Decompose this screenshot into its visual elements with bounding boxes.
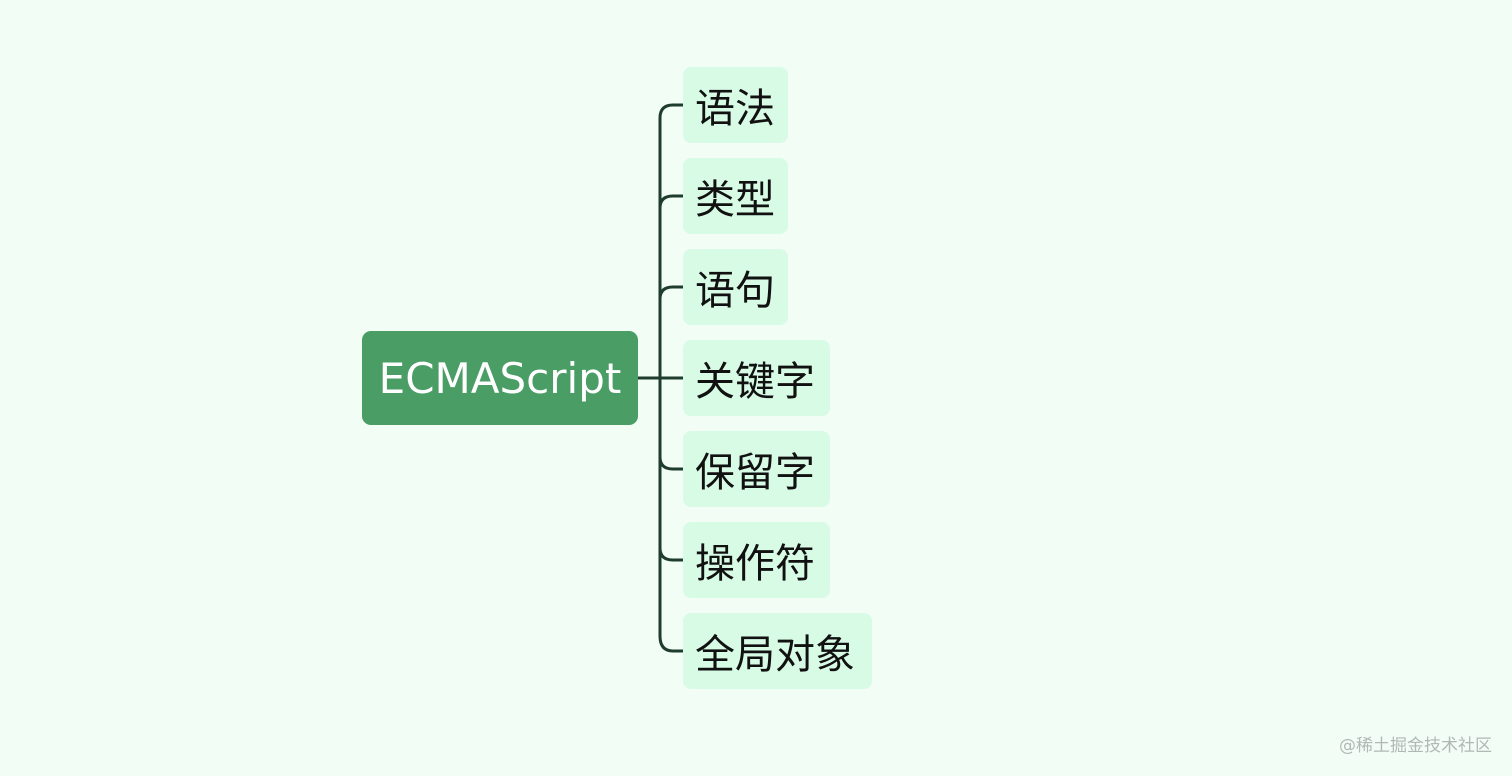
connector-branch-5 [658, 455, 685, 471]
child-node-reserved-words[interactable]: 保留字 [683, 431, 830, 507]
child-node-label: 关键字 [695, 359, 815, 405]
child-node-label: 全局对象 [695, 632, 855, 678]
child-node-global-objects[interactable]: 全局对象 [683, 613, 872, 689]
connector-branch-3 [658, 285, 685, 301]
connector-branch-1 [658, 103, 685, 120]
child-node-types[interactable]: 类型 [683, 158, 788, 234]
child-node-keywords[interactable]: 关键字 [683, 340, 830, 416]
child-node-label: 操作符 [695, 541, 815, 587]
child-node-label: 语法 [695, 86, 775, 132]
connector-branch-6 [658, 546, 685, 562]
child-node-label: 语句 [695, 268, 775, 314]
root-node[interactable]: ECMAScript [362, 331, 638, 425]
child-node-label: 类型 [695, 177, 775, 223]
child-node-operators[interactable]: 操作符 [683, 522, 830, 598]
child-node-label: 保留字 [695, 450, 815, 496]
watermark: @稀土掘金技术社区 [1339, 736, 1492, 756]
connector-branch-7 [658, 634, 685, 653]
connector-branch-2 [658, 194, 685, 210]
child-node-statements[interactable]: 语句 [683, 249, 788, 325]
root-node-label: ECMAScript [378, 353, 622, 403]
child-node-syntax[interactable]: 语法 [683, 67, 788, 143]
